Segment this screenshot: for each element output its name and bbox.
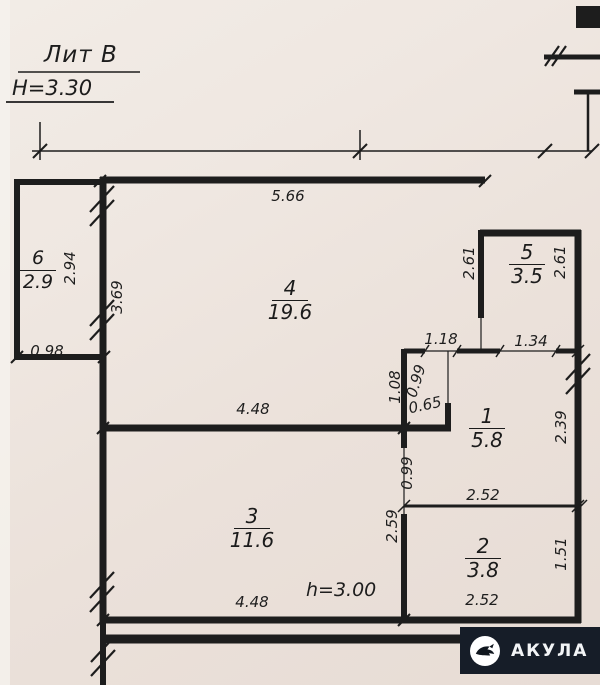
- dim-room4-bottom: 4.48: [236, 400, 270, 418]
- dim-room4-left: 3.69: [108, 280, 126, 314]
- dim-room1-left-door: 0.99: [398, 456, 416, 490]
- dim-ceiling-height: h=3.00: [306, 579, 377, 601]
- room-4-number: 4: [271, 278, 309, 301]
- dim-room6-width: 0.98: [30, 342, 64, 360]
- adjacent-structure: [100, 6, 600, 685]
- room-1-number: 1: [468, 406, 506, 429]
- shark-icon: [470, 635, 500, 666]
- room6-walls: [14, 179, 104, 360]
- room-2-label: 2 3.8: [453, 536, 513, 581]
- room-6-area: 2.9: [22, 271, 54, 293]
- dim-room4-top: 5.66: [271, 187, 305, 205]
- overall-dimension-line: [32, 122, 592, 160]
- dim-room1-top-door: 1.18: [424, 330, 458, 348]
- watermark-brand-text: АКУЛА: [511, 640, 589, 661]
- room-3-number: 3: [233, 506, 271, 529]
- dim-room2-width: 2.52: [465, 591, 499, 609]
- outer-walls: [99, 176, 582, 624]
- room-4-label: 4 19.6: [260, 278, 320, 323]
- watermark-badge: АКУЛА: [460, 627, 600, 674]
- room-5-number: 5: [508, 242, 546, 265]
- header-underlines: [6, 71, 140, 103]
- dim-room3-bottom: 4.48: [235, 593, 269, 611]
- dim-room4-right: 2.61: [460, 246, 478, 280]
- room-2-area: 3.8: [467, 558, 499, 582]
- dim-niche-height: 1.08: [386, 370, 404, 404]
- room-5-area: 3.5: [511, 264, 543, 288]
- dim-room2-right: 1.51: [552, 537, 570, 571]
- dimension-ticks: [10, 143, 600, 627]
- room-5-label: 5 3.5: [497, 242, 557, 287]
- dim-room5-right: 2.61: [551, 245, 569, 279]
- room-3-label: 3 11.6: [222, 506, 282, 551]
- dim-room1-right: 2.39: [552, 410, 570, 444]
- room-1-area: 5.8: [471, 428, 503, 452]
- room-6-label: 6 2.9: [8, 248, 68, 293]
- wall-hatch-marks: [89, 45, 591, 677]
- dim-room5-door: 1.34: [514, 332, 548, 350]
- room-6-number: 6: [19, 248, 57, 271]
- plan-title-height: H=3.30: [12, 76, 93, 100]
- plan-title-lit: Лит В: [44, 42, 118, 68]
- interior-walls: [100, 230, 581, 620]
- dim-room1-width: 2.52: [466, 486, 500, 504]
- room-1-label: 1 5.8: [457, 406, 517, 451]
- door-opening-lines: [403, 318, 556, 514]
- room-2-number: 2: [464, 536, 502, 559]
- room-4-area: 19.6: [267, 300, 313, 324]
- dim-room6-height: 2.94: [61, 251, 79, 285]
- dim-room3-right: 2.59: [383, 509, 401, 543]
- room-3-area: 11.6: [229, 528, 275, 552]
